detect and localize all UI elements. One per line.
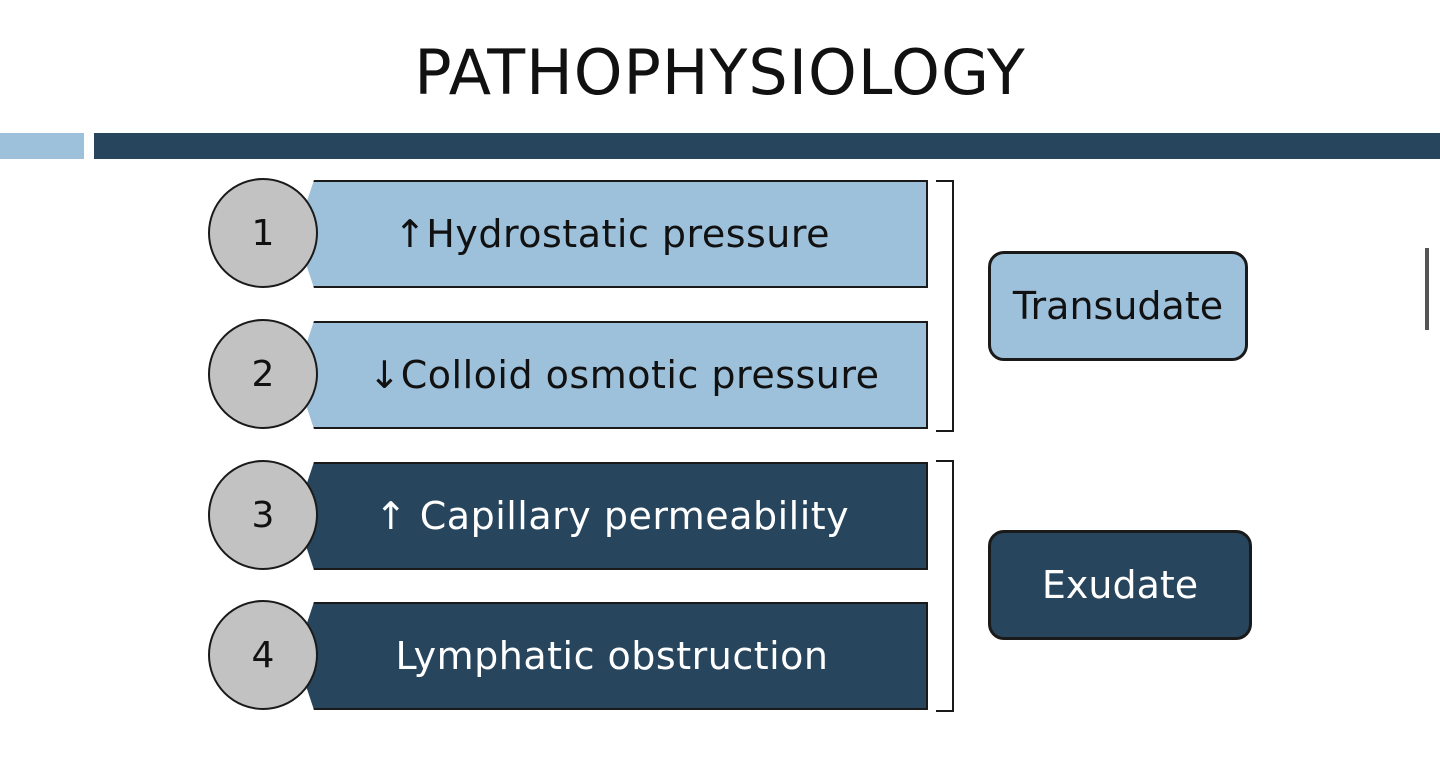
factor-number-text-4: 4 (251, 634, 275, 676)
factor-number-text-1: 1 (251, 212, 275, 254)
factor-bar-2: ↓Colloid osmotic pressure (296, 321, 928, 429)
factor-row-1: ↑Hydrostatic pressure 1 (208, 178, 928, 292)
factor-row-2: ↓Colloid osmotic pressure 2 (208, 319, 928, 433)
factor-label-3: ↑ Capillary permeability (374, 494, 850, 538)
exudate-bracket (936, 460, 954, 712)
title-rule-accent (0, 133, 84, 159)
title-rule (94, 133, 1440, 159)
factor-number-text-2: 2 (251, 353, 275, 395)
edge-mark (1425, 248, 1429, 330)
transudate-label: Transudate (1012, 284, 1224, 328)
factor-number-4: 4 (208, 600, 318, 710)
transudate-bracket (936, 180, 954, 432)
factor-bar-3: ↑ Capillary permeability (296, 462, 928, 570)
factor-number-2: 2 (208, 319, 318, 429)
factor-number-3: 3 (208, 460, 318, 570)
factor-row-4: Lymphatic obstruction 4 (208, 600, 928, 714)
factor-bar-4: Lymphatic obstruction (296, 602, 928, 710)
factor-row-3: ↑ Capillary permeability 3 (208, 460, 928, 574)
factor-label-1: ↑Hydrostatic pressure (393, 212, 831, 256)
factor-number-1: 1 (208, 178, 318, 288)
factor-label-4: Lymphatic obstruction (395, 634, 829, 678)
transudate-box: Transudate (988, 251, 1248, 361)
factor-bar-1: ↑Hydrostatic pressure (296, 180, 928, 288)
exudate-label: Exudate (1041, 563, 1199, 607)
page-title: PATHOPHYSIOLOGY (414, 36, 1026, 109)
factor-label-2: ↓Colloid osmotic pressure (368, 353, 880, 397)
factor-number-text-3: 3 (251, 494, 275, 536)
exudate-box: Exudate (988, 530, 1252, 640)
